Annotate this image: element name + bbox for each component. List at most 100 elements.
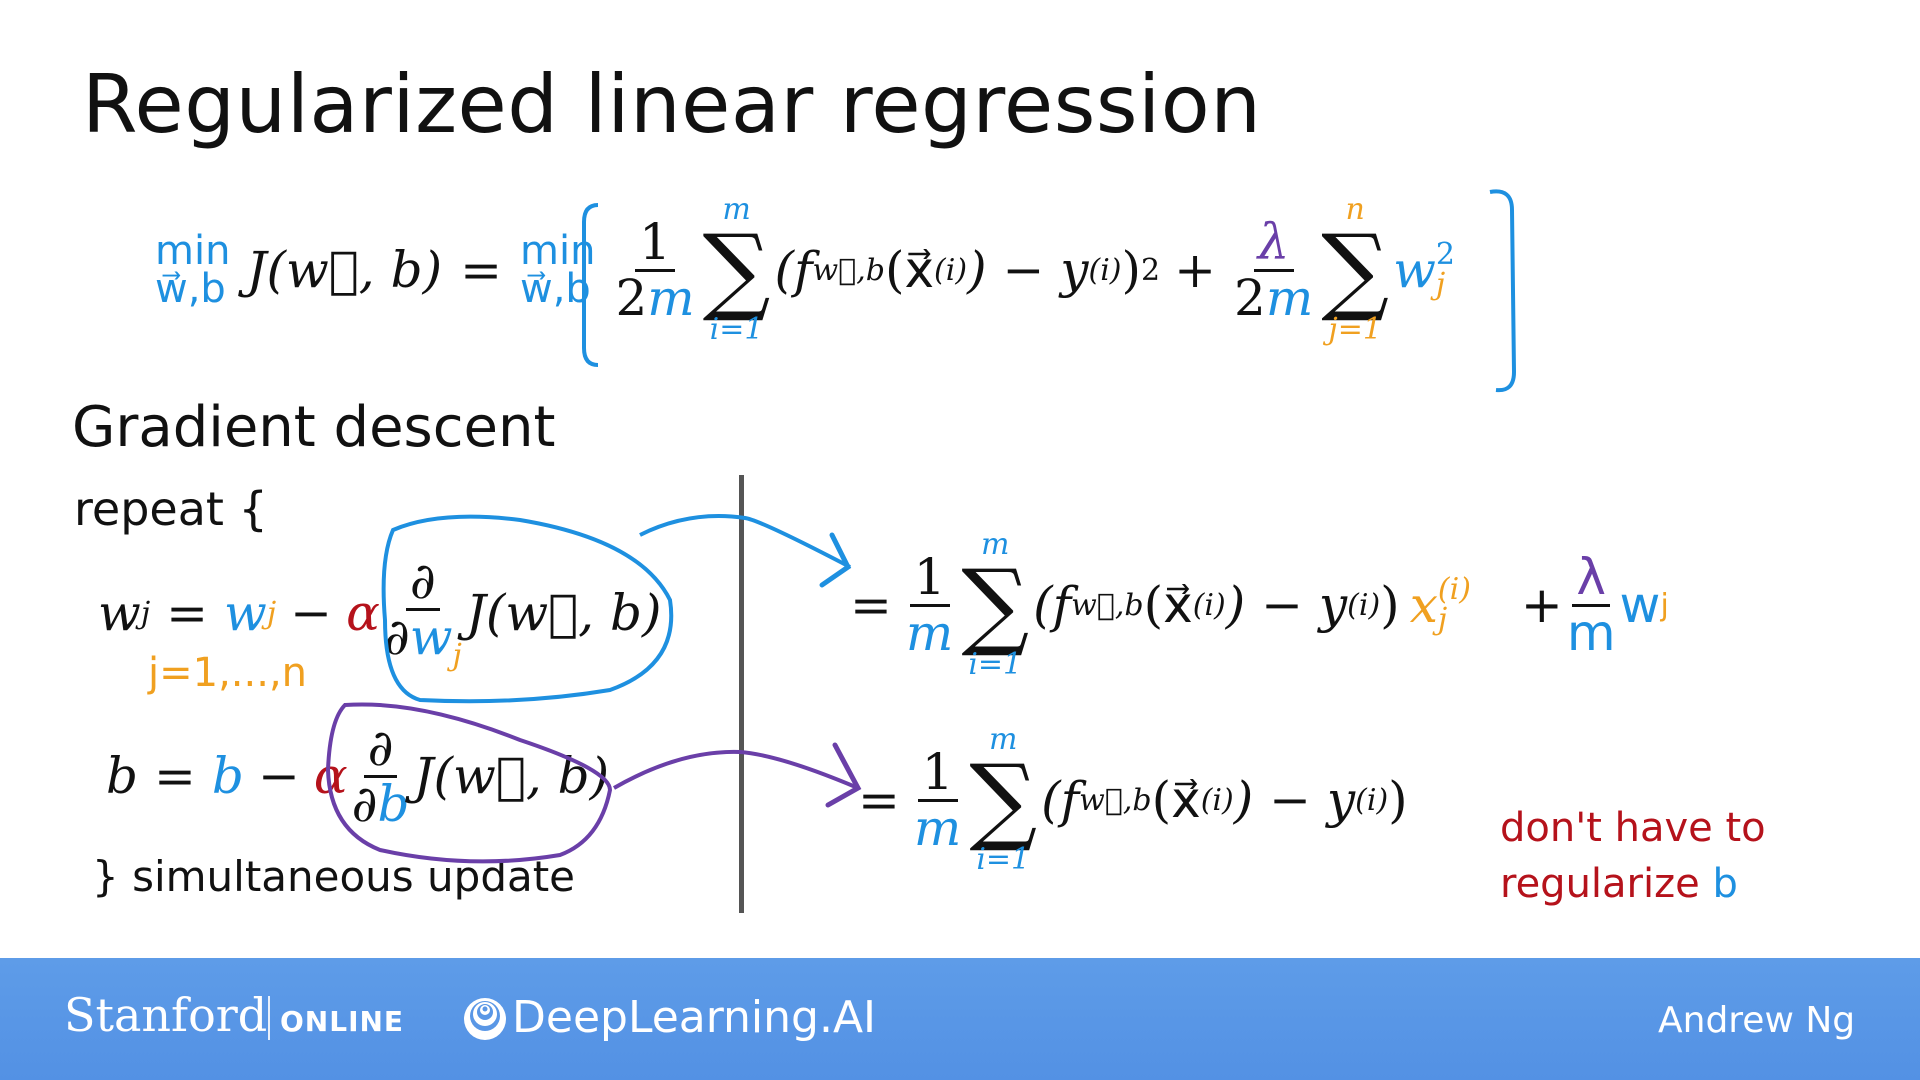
summation-i: m ∑ i=1: [969, 725, 1037, 875]
deeplearning-logo-icon: [464, 998, 506, 1040]
cost-J: J(w⃗, b): [413, 747, 610, 805]
cost-J: J(w⃗, b): [465, 584, 662, 642]
den-b: b: [377, 774, 410, 833]
w-var: w: [1393, 241, 1436, 300]
bracket-right-icon: [1489, 189, 1517, 393]
note-line-1: don't have to: [1500, 805, 1766, 851]
den-number: 2: [1234, 268, 1266, 327]
den-var: m: [647, 268, 695, 327]
online-label: ONLINE: [280, 1005, 405, 1038]
min-label: min: [520, 228, 596, 275]
deeplearning-wordmark: DeepLearning.AI: [512, 992, 877, 1043]
den-sub: j: [452, 637, 462, 673]
sum-lower: j=1: [1328, 312, 1382, 348]
cost-lhs: J(w⃗, b): [246, 241, 443, 300]
equals-sign: =: [460, 241, 502, 300]
numerator: 1: [909, 551, 950, 607]
summation-j: n ∑ j=1: [1321, 195, 1389, 345]
plus-sign: +: [1174, 241, 1217, 300]
partial-w-fraction: ∂ ∂wj: [380, 555, 466, 671]
sum-upper: m: [989, 722, 1018, 757]
minus-y: ) − y: [1233, 771, 1356, 830]
close-paren: ): [1388, 771, 1408, 830]
arrow-head-b-icon: [825, 742, 862, 808]
sum-lower: i=1: [976, 842, 1031, 878]
sigma-icon: ∑: [969, 745, 1038, 855]
partial-icon: ∂: [363, 722, 398, 778]
sum-upper: m: [981, 527, 1010, 562]
f-subscript: w⃗,b: [1071, 587, 1144, 623]
partial-b-fraction: ∂ ∂b: [348, 722, 414, 830]
denominator: m: [913, 798, 962, 857]
alpha-learning-rate: α: [313, 747, 348, 805]
f-open: (f: [774, 241, 813, 300]
f-open: (f: [1041, 771, 1080, 830]
arrow-head-w-icon: [819, 532, 852, 588]
arrow-b-icon: [613, 749, 859, 790]
fraction-lambda-over-2m: λ 2m: [1230, 216, 1317, 324]
w-sup: 2: [1435, 237, 1455, 273]
equals-sign: =: [154, 747, 196, 805]
f-subscript: w⃗,b: [812, 252, 885, 288]
author-name: Andrew Ng: [1658, 1000, 1856, 1041]
w-lhs: w: [98, 584, 141, 642]
w-lhs-sub: j: [140, 595, 151, 631]
minus-y: ) − y: [1225, 576, 1348, 635]
b-rhs: b: [211, 747, 244, 805]
w-rhs-sub: j: [266, 595, 277, 631]
x-arg: (x⃗: [1143, 576, 1193, 635]
b-lhs: b: [106, 747, 139, 805]
min-operator-2: min w⃗,b: [520, 228, 596, 309]
f-subscript: w⃗,b: [1079, 782, 1152, 818]
equals-sign: =: [166, 584, 209, 642]
sup-i: (i): [1355, 782, 1389, 818]
fraction-1-over-m: 1 m: [910, 746, 965, 854]
close-paren: ): [1380, 576, 1400, 635]
sum-upper: n: [1345, 192, 1365, 227]
fraction-lambda-over-m: λ m: [1563, 551, 1620, 659]
denominator: 2m: [1230, 268, 1317, 327]
den-var: m: [1265, 268, 1314, 327]
min-label: min: [155, 228, 231, 275]
w-sub: j: [1660, 587, 1669, 623]
denominator: 2m: [611, 268, 698, 327]
numerator: 1: [635, 216, 675, 272]
fraction-1-over-m: 1 m: [902, 551, 957, 659]
b-update-equation: b = b − α ∂ ∂b J(w⃗, b): [106, 722, 609, 830]
plus-sign: +: [1520, 576, 1563, 635]
w-sub: j: [1435, 267, 1446, 303]
summation-i: m ∑ i=1: [703, 195, 771, 345]
repeat-label: repeat {: [74, 482, 268, 536]
x-sup: (i): [1437, 572, 1471, 608]
minus-y: ) − y: [967, 241, 1089, 300]
lambda: λ: [1572, 551, 1610, 607]
partial-icon: ∂: [405, 555, 440, 611]
denominator: m: [905, 603, 954, 662]
f-open: (f: [1033, 576, 1072, 635]
w-var: w: [1619, 576, 1661, 635]
summation-i: m ∑ i=1: [961, 530, 1029, 680]
j-range-annotation: j=1,...,n: [148, 650, 308, 696]
sum-lower: i=1: [709, 312, 764, 348]
regularize-b-note: don't have to regularize b: [1500, 800, 1766, 912]
square-exp: 2: [1141, 252, 1161, 288]
x-arg: (x⃗: [1151, 771, 1201, 830]
x-arg: (x⃗: [884, 241, 935, 300]
cost-function-equation: min w⃗,b J(w⃗, b) = min w⃗,b 1 2m m ∑ i=…: [155, 195, 1455, 345]
sup-i: (i): [934, 252, 968, 288]
denominator: ∂wj: [380, 610, 466, 673]
vertical-divider: [739, 475, 744, 913]
equals-sign: =: [858, 771, 900, 830]
alpha-learning-rate: α: [346, 584, 380, 642]
denominator: ∂b: [348, 774, 414, 833]
gradient-descent-heading: Gradient descent: [72, 395, 556, 460]
fraction-1-over-2m: 1 2m: [611, 216, 698, 324]
min-subscript: w⃗,b: [155, 266, 226, 313]
stanford-logo: Stanford: [64, 988, 268, 1042]
lambda: λ: [1253, 216, 1294, 272]
w-rhs: w: [224, 584, 267, 642]
sigma-icon: ∑: [961, 550, 1030, 660]
arrow-w-icon: [639, 514, 851, 569]
